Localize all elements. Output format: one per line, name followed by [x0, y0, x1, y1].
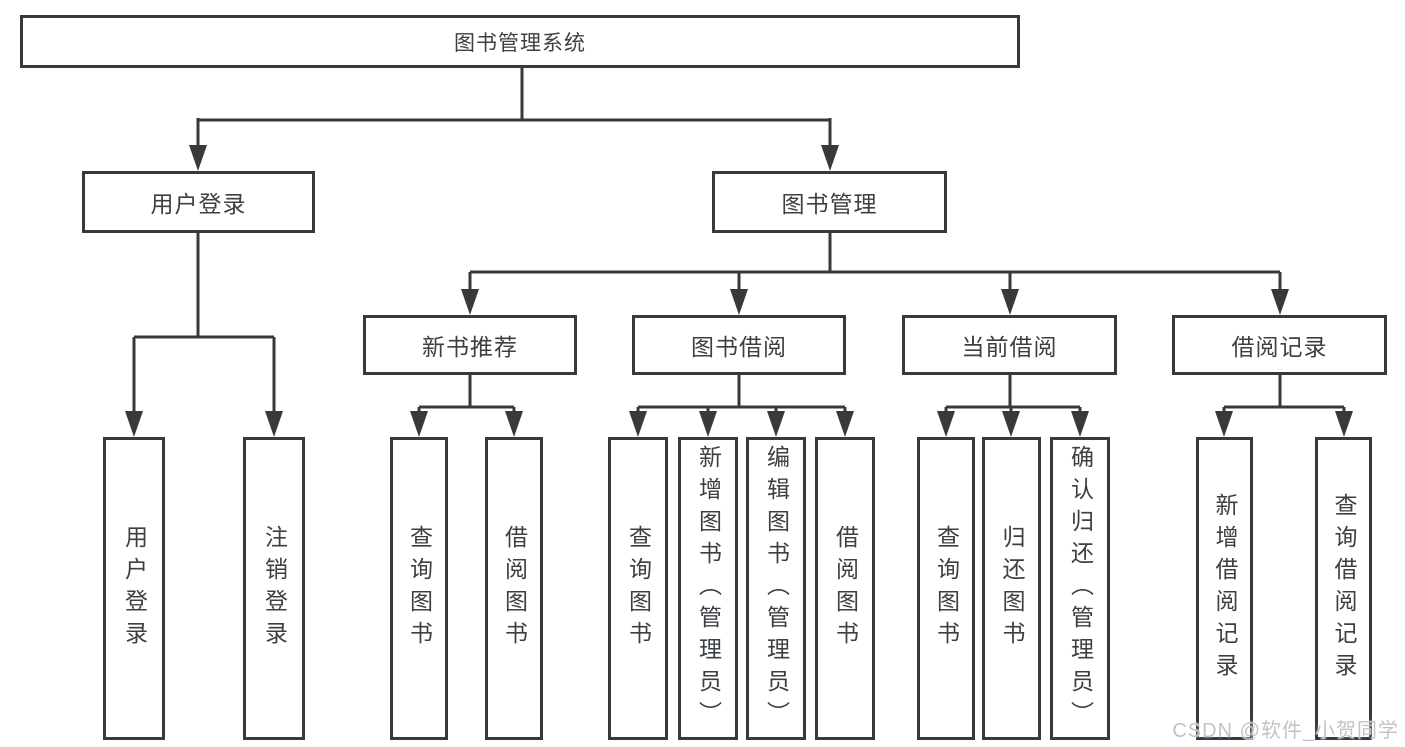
leaf-query-books-recommend: 查询图书 — [390, 437, 448, 740]
leaf-borrow-books-recommend: 借阅图书 — [485, 437, 543, 740]
node-new-book-recommend: 新书推荐 — [363, 315, 577, 375]
leaf-return-books: 归还图书 — [982, 437, 1041, 740]
leaf-query-books-borrowing: 查询图书 — [608, 437, 668, 740]
leaf-add-books-admin: 新增图书（管理员） — [678, 437, 738, 740]
leaf-edit-books-admin: 编辑图书（管理员） — [746, 437, 806, 740]
leaf-borrow-books-borrowing: 借阅图书 — [815, 437, 875, 740]
leaf-add-borrow-record: 新增借阅记录 — [1196, 437, 1253, 740]
leaf-query-books-current: 查询图书 — [917, 437, 975, 740]
node-book-borrowing: 图书借阅 — [632, 315, 846, 375]
node-library-system: 图书管理系统 — [20, 15, 1020, 68]
node-user-login: 用户登录 — [82, 171, 315, 233]
leaf-user-login: 用户登录 — [103, 437, 165, 740]
leaf-confirm-return-admin: 确认归还（管理员） — [1050, 437, 1110, 740]
node-current-borrowing: 当前借阅 — [902, 315, 1117, 375]
leaf-query-borrow-record: 查询借阅记录 — [1315, 437, 1372, 740]
csdn-watermark: CSDN @软件_小贺同学 — [1172, 720, 1399, 742]
node-book-management: 图书管理 — [712, 171, 947, 233]
node-borrowing-records: 借阅记录 — [1172, 315, 1387, 375]
leaf-logout-login: 注销登录 — [243, 437, 305, 740]
